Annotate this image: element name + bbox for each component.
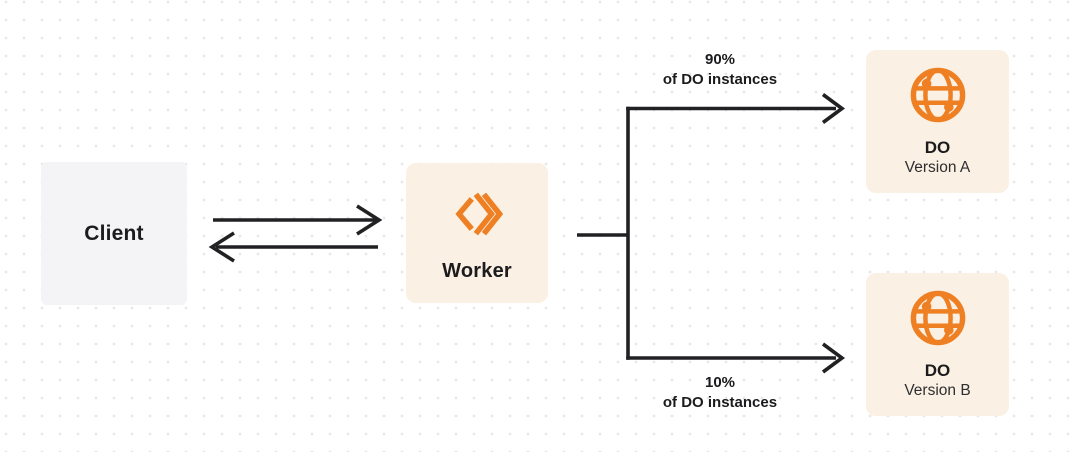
branch-top-percent: 90% [704, 51, 736, 68]
request-arrow [213, 204, 383, 236]
response-arrow [208, 231, 378, 263]
branch-trunk [577, 106, 630, 360]
cloudflare-workers-icon [455, 192, 504, 235]
do-version-b-node: DO Version B [866, 273, 1009, 416]
do-version-a-label: Version A [904, 159, 971, 176]
client-node: Client [41, 162, 187, 305]
do-version-b-label: Version B [904, 382, 971, 399]
branch-bottom-percent: 10% [704, 374, 736, 391]
branch-bottom-label: 10% of DO instances [620, 373, 820, 413]
branch-top-label: 90% of DO instances [620, 50, 820, 90]
worker-label: Worker [442, 259, 512, 282]
worker-node: Worker [406, 163, 548, 303]
do-version-a-node: DO Version A [866, 50, 1009, 193]
durable-object-globe-icon [910, 67, 965, 123]
durable-object-globe-icon [910, 290, 965, 346]
branch-bottom-arrow [626, 342, 846, 374]
branch-bottom-caption: of DO instances [662, 394, 778, 411]
client-label: Client [84, 221, 144, 245]
do-version-b-title: DO [924, 361, 951, 380]
branch-top-caption: of DO instances [662, 71, 778, 88]
do-version-a-title: DO [924, 138, 951, 157]
branch-top-arrow [626, 93, 846, 124]
